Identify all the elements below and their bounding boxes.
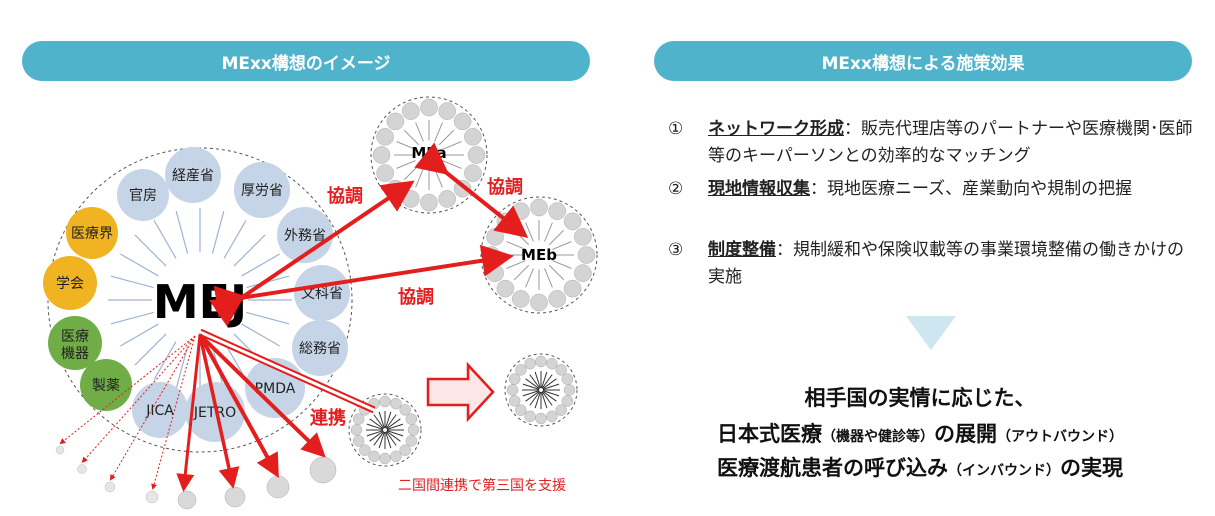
target-ball (266, 475, 290, 499)
svg-text:JETRO: JETRO (193, 405, 236, 421)
effect-2-title: 現地情報収集 (708, 179, 810, 199)
right-header: MExx構想による施策効果 (654, 41, 1192, 81)
mea-label: MEa (411, 144, 446, 162)
effect-1-title: ネットワーク形成 (708, 119, 844, 139)
svg-text:製薬: 製薬 (92, 378, 120, 394)
target-ball (177, 490, 197, 510)
svg-text:経産省: 経産省 (172, 168, 214, 184)
svg-text:総務省: 総務省 (299, 341, 341, 357)
renkei-label: 連携 (310, 407, 346, 429)
kyocho-label-1: 協調 (327, 185, 363, 207)
arrow-mea-meb (414, 142, 529, 238)
svg-text:機器: 機器 (61, 346, 89, 362)
svg-text:官房: 官房 (129, 188, 157, 204)
svg-text:医療: 医療 (61, 328, 89, 345)
effect-2-text: ：現地医療ニーズ、産業動向や規制の把握 (810, 179, 1133, 199)
third-country-label: 二国間連携で第三国を支援 (398, 477, 566, 494)
effect-3-title: 制度整備 (708, 240, 776, 260)
target-ball (309, 456, 337, 484)
node-kanbo: 官房 (117, 169, 169, 221)
linked-country-cluster (348, 393, 422, 467)
svg-text:厚労省: 厚労省 (241, 183, 283, 199)
node-somu: 総務省 (292, 320, 348, 376)
outbound-arrow-shape (426, 361, 495, 423)
effect-2-num: ② (668, 179, 684, 199)
svg-text:医療界: 医療界 (71, 225, 113, 242)
effect-1-num: ① (668, 119, 684, 139)
kyocho-label-3: 協調 (398, 286, 434, 308)
mej-label: MEJ (153, 275, 247, 329)
effect-3-num: ③ (668, 240, 684, 260)
third-country-cluster (504, 353, 578, 427)
effect-1-text: ：販売代理店等のパートナーや医療機関･医師等のキーパーソンとの効率的なマッチング (708, 119, 1193, 166)
arrow-mej-meb (213, 244, 514, 318)
svg-text:PMDA: PMDA (255, 381, 296, 397)
node-iryokai: 医療界 (66, 207, 118, 259)
conclusion-line-1: 相手国の実情に応じた、 (804, 386, 1036, 410)
node-monka: 文科省 (294, 265, 350, 321)
down-triangle-icon (906, 316, 956, 350)
kyocho-label-2: 協調 (487, 176, 523, 198)
svg-text:学会: 学会 (56, 276, 84, 292)
node-jica: JICA (132, 382, 188, 438)
conclusion-line-3: 医療渡航患者の呼び込み（インバウンド）の実現 (717, 456, 1123, 480)
mexx-diagram: 官房経産省厚労省外務省文科省総務省PMDAJETROJICA製薬医療機器学会医療… (43, 96, 598, 510)
meb-label: MEb (521, 246, 557, 264)
node-seiyaku: 製薬 (80, 359, 132, 411)
node-kosei: 厚労省 (234, 162, 290, 218)
effect-3-text: ：規制緩和や保険収載等の事業環境整備の働きかけの実施 (708, 240, 1184, 287)
target-ball (224, 486, 246, 508)
left-header: MExx構想のイメージ (22, 41, 590, 81)
svg-text:外務省: 外務省 (284, 228, 326, 244)
node-gakkai: 学会 (43, 256, 97, 310)
node-keisan: 経産省 (165, 147, 221, 203)
svg-text:JICA: JICA (145, 403, 174, 419)
conclusion-line-2: 日本式医療（機器や健診等）の展開（アウトバウンド） (717, 422, 1123, 446)
